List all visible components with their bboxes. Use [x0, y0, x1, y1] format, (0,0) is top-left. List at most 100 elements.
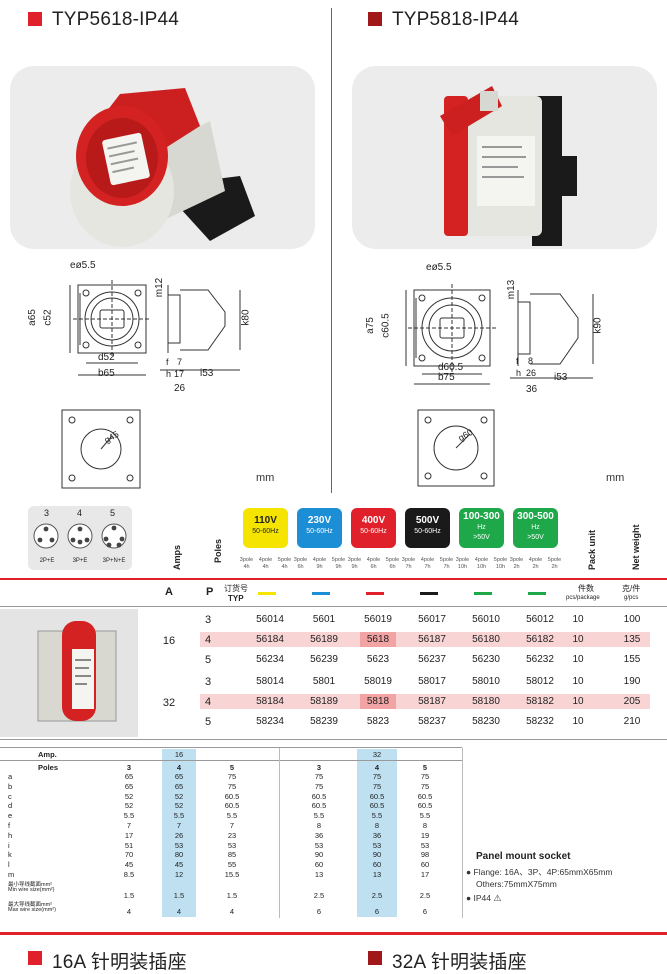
pole-text: 5pole — [277, 557, 292, 563]
order-poles: 5 — [204, 654, 212, 666]
hour-text: 4h — [262, 564, 269, 570]
order-code: 5601 — [312, 614, 336, 625]
spec-value: 65 — [124, 781, 134, 791]
order-pack: 10 — [572, 696, 584, 707]
spec-value: 8 — [374, 821, 380, 830]
spec-max-wire-value: 6 — [374, 907, 380, 916]
spec-amp-label: Amp. — [38, 750, 57, 759]
right-dim-d: d60.5 — [438, 362, 464, 373]
spec-value: 7 — [229, 821, 235, 830]
spec-right-divider — [462, 748, 463, 918]
right-technical-drawing: eø5.5 a75 c60.5 d60.5 b75 m13 k90 f 8 h … — [365, 260, 658, 490]
right-dim-b: b75 — [438, 372, 455, 383]
pin-3-label: 2P+E — [39, 558, 55, 564]
order-row-highlight — [200, 632, 650, 647]
right-dim-i: i53 — [554, 372, 568, 383]
order-code: 5823 — [366, 716, 390, 727]
order-code: 56184 — [256, 634, 284, 645]
order-weight: 205 — [623, 696, 641, 707]
spec-pole-32: 3 — [316, 763, 322, 772]
spec-value: 5.5 — [123, 811, 135, 821]
hour-text: 2h — [551, 564, 558, 570]
order-header-order-no: 订货号 — [224, 584, 248, 593]
pack-unit-label: Pack unit — [587, 529, 597, 570]
left-product-title: TYP5618-IP44 — [52, 9, 180, 30]
order-code: 58014 — [256, 676, 284, 687]
order-code: 56187 — [418, 634, 446, 645]
left-dim-26: 26 — [174, 383, 186, 394]
left-mm-label: mm — [256, 472, 275, 484]
spec-max-wire-value: 6 — [316, 907, 322, 916]
right-dim-k: k90 — [592, 317, 604, 334]
spec-value: 17 — [420, 870, 430, 879]
spec-min-wire-value: 1.5 — [226, 891, 238, 900]
pole-text: 3pole — [509, 557, 524, 563]
order-code: 58239 — [310, 716, 338, 727]
order-code: 58182 — [526, 696, 554, 707]
right-product-title: TYP5818-IP44 — [392, 9, 520, 30]
spec-value: 75 — [314, 781, 324, 791]
order-amps: 16 — [162, 635, 176, 647]
spec-value: 5.5 — [313, 811, 325, 821]
spec-value: 75 — [372, 781, 382, 791]
order-pack: 10 — [572, 634, 584, 645]
order-poles: 3 — [204, 676, 212, 688]
order-header-pack-cn: 件数 — [578, 584, 594, 593]
spec-pole-16: 4 — [176, 763, 182, 772]
spec-value: 60.5 — [369, 801, 385, 811]
spec-value: 52 — [174, 791, 184, 801]
spec-header-mid-rule — [0, 760, 462, 761]
spec-value: 26 — [174, 830, 184, 840]
title-square-right — [368, 12, 382, 26]
hour-text: 2h — [532, 564, 539, 570]
order-code: 56012 — [526, 614, 554, 625]
spec-value: 7 — [126, 821, 132, 830]
spec-value: 12 — [174, 870, 184, 879]
spec-amp-16: 16 — [174, 750, 184, 759]
order-code: 56014 — [256, 614, 284, 625]
spec-row-key: a — [8, 772, 13, 781]
pole-text: 5pole — [385, 557, 400, 563]
order-pack: 10 — [572, 614, 584, 625]
spec-amp-32: 32 — [372, 750, 382, 759]
spec-value: 80 — [174, 850, 184, 860]
warning-triangle-icon: ⚠ — [493, 893, 502, 903]
title-square-left — [28, 12, 42, 26]
right-dim-c: c60.5 — [380, 313, 392, 338]
spec-min-wire-value: 2.5 — [371, 891, 383, 900]
right-dim-26: 26 — [526, 368, 537, 378]
spec-value: 60.5 — [417, 801, 433, 811]
hour-text: 9h — [335, 564, 342, 570]
right-dim-h: h — [516, 368, 522, 378]
color-bar — [474, 592, 492, 595]
spec-min-wire-en: Min wire size(mm²) — [8, 887, 55, 893]
spec-value: 65 — [124, 772, 134, 781]
spec-row-key: c — [8, 791, 12, 801]
spec-min-wire-value: 2.5 — [313, 891, 325, 900]
spec-value: 90 — [372, 850, 382, 860]
hour-text: 7h — [443, 564, 450, 570]
order-code: 58237 — [418, 716, 446, 727]
spec-max-wire-cn: 最大导线截面mm² — [8, 902, 52, 908]
pin-4-number: 4 — [77, 508, 83, 518]
order-code: 5818 — [366, 696, 390, 707]
spec-value: 65 — [174, 781, 184, 791]
order-weight: 190 — [623, 676, 641, 687]
color-bar — [420, 592, 438, 595]
order-code: 5618 — [366, 634, 390, 645]
pin-5-label: 3P+N+E — [102, 558, 126, 564]
spec-value: 7 — [176, 821, 182, 830]
pin-5-number: 5 — [110, 508, 116, 518]
footer-square-left — [28, 951, 42, 965]
pole-text: 3pole — [401, 557, 416, 563]
spec-row-key: f — [8, 821, 11, 830]
spec-value: 53 — [372, 840, 382, 850]
order-row-highlight — [200, 694, 650, 709]
pole-text: 4pole — [366, 557, 381, 563]
hour-text: 10h — [457, 564, 468, 570]
left-dim-17: 17 — [174, 369, 185, 379]
right-product-photo — [352, 66, 657, 249]
footer-left-title: 16A 针明装插座 — [52, 952, 187, 973]
